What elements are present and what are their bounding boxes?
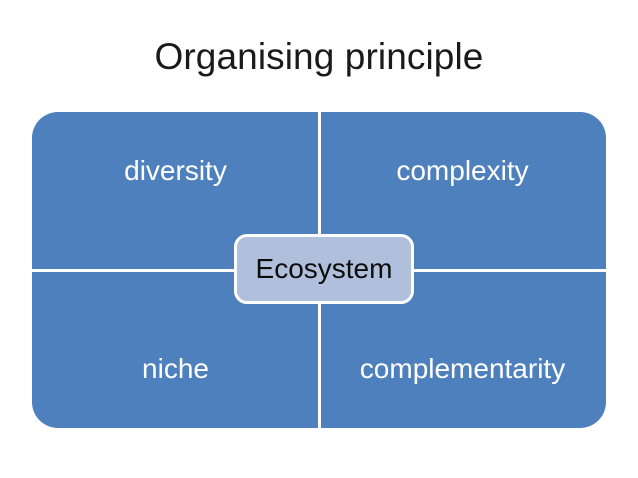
ecosystem-matrix: diversity complexity niche complementari… (32, 112, 606, 428)
quadrant-top-right[interactable]: complexity (319, 112, 606, 270)
page-title: Organising principle (154, 36, 484, 77)
center-node-label: Ecosystem (255, 253, 393, 284)
quadrant-top-right-label: complexity (396, 155, 529, 186)
quadrant-bottom-right-label: complementarity (359, 353, 566, 384)
quadrant-bottom-right[interactable]: complementarity (319, 270, 606, 428)
quadrant-top-left-label: diversity (124, 155, 227, 186)
quadrant-top-left[interactable]: diversity (32, 112, 319, 270)
quadrant-bottom-left-label: niche (142, 353, 209, 384)
quadrant-bottom-left[interactable]: niche (32, 270, 319, 428)
center-node-ecosystem[interactable]: Ecosystem (234, 234, 414, 304)
